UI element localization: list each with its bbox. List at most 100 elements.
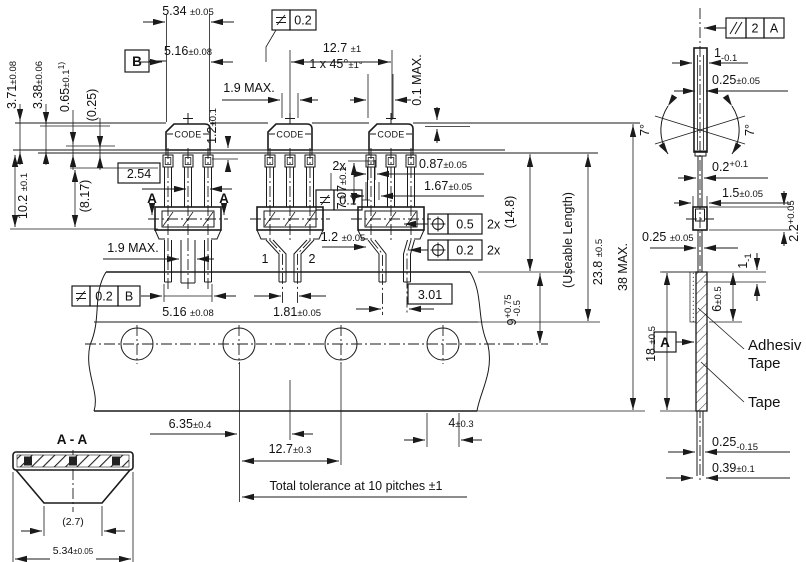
svg-text:2: 2 <box>752 22 759 36</box>
lead-number-1: 1 <box>262 252 269 266</box>
svg-text:1-0.1: 1-0.1 <box>714 46 737 64</box>
symmetry-icon <box>320 194 330 206</box>
dim-crimp-height: 2.2+0.05 <box>709 191 801 246</box>
svg-text:1.67±0.05: 1.67±0.05 <box>424 179 472 193</box>
dim-lead-thickness-top: 0.25±0.05 <box>674 73 788 95</box>
dim-chamfer: 1 x 45°±1° <box>309 57 411 118</box>
svg-text:9+0.75-0.5: 9+0.75-0.5 <box>503 295 523 326</box>
dim-adhesive-width: 6±0.5 <box>709 273 742 323</box>
position-icon <box>430 242 446 258</box>
svg-text:1.81±0.05: 1.81±0.05 <box>273 305 321 319</box>
svg-text:1.2 ±0.05: 1.2 ±0.05 <box>321 230 366 244</box>
svg-text:B: B <box>132 54 142 69</box>
svg-text:A: A <box>770 22 779 36</box>
dim-useable-length: (14.8) (Useable Length) <box>503 154 575 288</box>
dim-lead-width-crimped: 1.67±0.05 <box>350 179 484 200</box>
dim-angle-7deg: 7° 7° <box>638 94 757 155</box>
tape-carrier <box>85 271 548 412</box>
section-mark-a-left: A <box>147 191 157 215</box>
svg-text:2.2+0.05: 2.2+0.05 <box>786 200 801 241</box>
symmetry-icon <box>276 14 286 26</box>
dim-hole-diameter: 4±0.3 <box>404 413 482 447</box>
dim-lead-pitch-box: 2.54 <box>117 162 232 193</box>
package-3 <box>350 112 432 241</box>
svg-text:7°: 7° <box>743 124 757 136</box>
dim-lead-span-top: 5.16±0.08 <box>140 44 233 66</box>
svg-text:5.16 ±0.08: 5.16 ±0.08 <box>162 305 214 319</box>
reference-lines <box>13 122 640 154</box>
svg-text:Tape: Tape <box>748 394 781 411</box>
svg-text:1.9 MAX.: 1.9 MAX. <box>107 241 158 255</box>
fcf-parallelism: 2 A <box>704 17 785 39</box>
dim-overall-height: 38 MAX. <box>477 124 645 412</box>
svg-text:Total tolerance at 10 pitches: Total tolerance at 10 pitches ±1 <box>270 479 443 493</box>
section-aa-title: A - A <box>57 432 88 447</box>
svg-text:1-1: 1-1 <box>736 253 754 268</box>
fcf-symmetry-mid: 2x 0.1 <box>315 159 370 211</box>
svg-text:A: A <box>660 335 670 350</box>
dim-crimp-width: 1.5±0.05 <box>674 186 790 209</box>
front-view: 5.34 ±0.05 0.2 5.16±0.08 B <box>5 4 645 502</box>
svg-text:(Useable Length): (Useable Length) <box>561 192 575 288</box>
dim-lead-thickness-low: 1.2 ±0.05 <box>321 230 366 251</box>
svg-text:A: A <box>219 191 229 206</box>
svg-text:0.5: 0.5 <box>456 218 473 232</box>
position-icon <box>430 216 446 232</box>
side-view: 7° 7° 2 A 1-0.1 0.25±0.05 <box>638 8 802 482</box>
svg-text:1.9 MAX.: 1.9 MAX. <box>223 81 274 95</box>
dim-section-outer-width: 5.34±0.05 <box>12 472 134 562</box>
symmetry-icon <box>76 290 86 302</box>
svg-text:38 MAX.: 38 MAX. <box>616 243 630 291</box>
svg-text:10.2 ±0.1: 10.2 ±0.1 <box>16 173 30 219</box>
svg-text:2.54: 2.54 <box>127 167 151 181</box>
package-1-lower-leads <box>164 240 212 290</box>
dim-hole-pitch: 12.7±0.3 <box>242 442 339 465</box>
svg-text:0.87±0.05: 0.87±0.05 <box>419 157 467 171</box>
svg-text:0.2: 0.2 <box>95 290 112 304</box>
svg-text:7°: 7° <box>638 124 652 136</box>
datum-b-flag: B <box>124 49 166 73</box>
svg-text:7.07±0.1: 7.07±0.1 <box>335 167 349 210</box>
svg-text:12.7 ±1: 12.7 ±1 <box>323 41 361 55</box>
dim-height-offset-max: 0.1 MAX. <box>410 54 470 143</box>
svg-text:0.1 MAX.: 0.1 MAX. <box>410 54 424 105</box>
dim-pitch-note: Total tolerance at 10 pitches ±1 <box>242 479 467 501</box>
dim-seating-to-tape: 23.8 ±0.5 <box>478 154 605 323</box>
dim-lead-thickness-low: 0.25 ±0.05 <box>642 230 738 252</box>
section-aa-view: A - A (2.7) 5.34±0.05 <box>12 432 134 562</box>
dim-h817: (8.17) <box>70 167 158 227</box>
svg-text:2x: 2x <box>487 218 501 232</box>
dim-lead-width-max-top: 1.9 MAX. <box>222 81 318 118</box>
dim-h338: 3.38±0.06 <box>31 61 50 165</box>
tape-cross-section <box>689 271 708 476</box>
svg-text:2x: 2x <box>332 159 346 173</box>
svg-text:(14.8): (14.8) <box>503 196 517 229</box>
svg-text:1.2±0.1: 1.2±0.1 <box>205 108 219 144</box>
section-mark-a-right: A <box>219 191 229 215</box>
svg-text:Adhesiv: Adhesiv <box>748 337 802 354</box>
dim-hole-to-component: 6.35±0.4 <box>150 362 342 502</box>
dim-flange-height: 1.2±0.1 <box>205 108 238 172</box>
dim-lead-width: 0.87±0.05 <box>352 157 484 180</box>
fcf-symmetry-datum-b: 0.2 B <box>71 285 141 307</box>
dim-lead-thickness-mid: 0.2+0.1 <box>678 159 768 182</box>
svg-text:3.38±0.06: 3.38±0.06 <box>31 61 45 109</box>
svg-text:5.34±0.05: 5.34±0.05 <box>53 545 94 557</box>
svg-text:4±0.3: 4±0.3 <box>448 416 473 430</box>
dim-section-inner-width: (2.7) <box>21 506 125 536</box>
fcf-position-02: 0.2 2x <box>409 239 501 261</box>
lead-number-2: 2 <box>309 252 316 266</box>
dim-lead-span-low: 5.16 ±0.08 <box>141 284 236 319</box>
svg-text:0.25 ±0.05: 0.25 ±0.05 <box>642 230 694 244</box>
svg-text:0.65±0.11): 0.65±0.11) <box>56 62 72 112</box>
svg-text:0.25-0.15: 0.25-0.15 <box>712 435 758 453</box>
fcf-position-05: 0.5 2x <box>404 213 501 235</box>
dim-lead-gap-low: 1.81±0.05 <box>254 292 326 319</box>
svg-text:0.2: 0.2 <box>456 244 473 258</box>
svg-text:1.5±0.05: 1.5±0.05 <box>722 186 763 200</box>
svg-text:(2.7): (2.7) <box>62 516 84 528</box>
fcf-symmetry-top: 0.2 <box>265 9 317 62</box>
svg-text:0.39±0.1: 0.39±0.1 <box>712 461 755 475</box>
